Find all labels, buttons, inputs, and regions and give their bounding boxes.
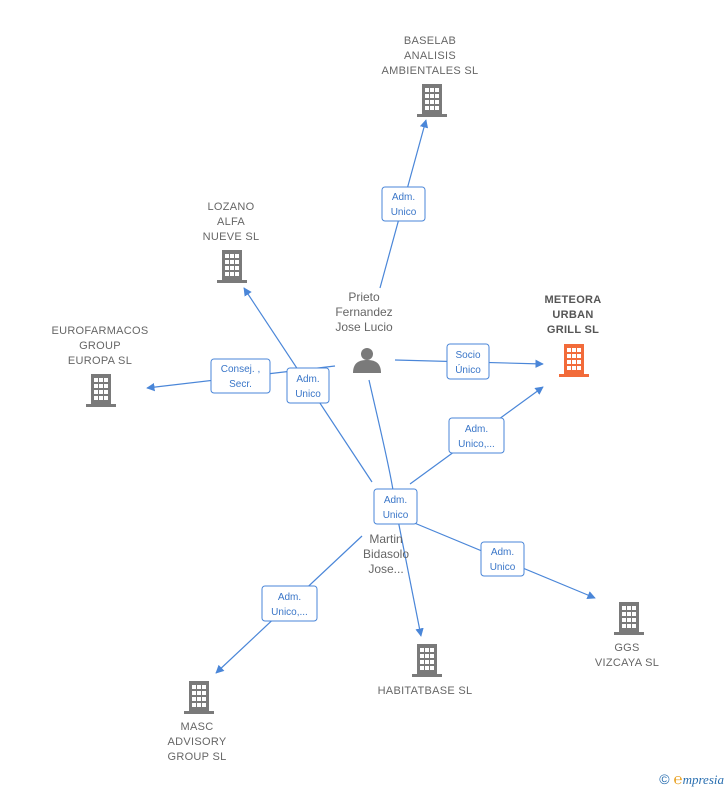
svg-text:Adm.: Adm. — [491, 547, 514, 558]
brand-footer[interactable]: ©℮mpresia — [659, 771, 724, 789]
svg-text:GROUP SL: GROUP SL — [167, 751, 226, 763]
company-node-ggs[interactable]: GGS VIZCAYA SL — [595, 602, 659, 669]
svg-text:EUROFARMACOS: EUROFARMACOS — [51, 325, 148, 337]
building-icon — [417, 84, 447, 117]
svg-text:HABITATBASE SL: HABITATBASE SL — [378, 685, 473, 697]
svg-text:Bidasolo: Bidasolo — [363, 547, 409, 561]
svg-text:Secr.: Secr. — [229, 379, 252, 390]
svg-text:Jose...: Jose... — [368, 562, 403, 576]
svg-text:Martin: Martin — [369, 532, 402, 546]
svg-text:Unico: Unico — [295, 389, 321, 400]
edge-label-prieto-lozano[interactable]: Adm. Unico — [286, 367, 330, 404]
svg-text:GGS: GGS — [614, 642, 639, 654]
svg-text:GRILL SL: GRILL SL — [547, 324, 599, 336]
svg-text:Adm.: Adm. — [392, 192, 415, 203]
svg-text:Prieto: Prieto — [348, 290, 380, 304]
svg-text:GROUP: GROUP — [79, 340, 121, 352]
building-icon — [412, 644, 442, 677]
building-icon — [614, 602, 644, 635]
edge-label-prieto-meteora[interactable]: Socio Único — [446, 343, 490, 380]
edge-prieto-martin — [368, 379, 394, 491]
edge-label-martin-ggs[interactable]: Adm. Unico — [480, 541, 525, 577]
building-icon — [184, 681, 214, 714]
building-icon — [86, 374, 116, 407]
svg-text:BASELAB: BASELAB — [404, 35, 456, 47]
svg-text:Adm.: Adm. — [384, 495, 407, 506]
edge-martin-habitatbase — [397, 519, 424, 637]
person-node-prieto[interactable]: Prieto Fernandez Jose Lucio — [335, 290, 393, 373]
company-node-lozano[interactable]: LOZANO ALFA NUEVE SL — [203, 201, 260, 283]
svg-text:Adm.: Adm. — [465, 424, 488, 435]
svg-text:Adm.: Adm. — [278, 592, 301, 603]
svg-text:ADVISORY: ADVISORY — [167, 736, 226, 748]
company-node-eurofarmacos[interactable]: EUROFARMACOS GROUP EUROPA SL — [51, 325, 148, 407]
company-node-meteora[interactable]: METEORA URBAN GRILL SL — [544, 294, 601, 377]
svg-text:Consej. ,: Consej. , — [221, 364, 260, 375]
svg-text:LOZANO: LOZANO — [207, 201, 254, 213]
svg-text:Unico: Unico — [391, 207, 417, 218]
svg-text:METEORA: METEORA — [544, 294, 601, 306]
person-node-martin[interactable]: Martin Bidasolo Jose... — [363, 532, 409, 576]
svg-text:ALFA: ALFA — [217, 216, 245, 228]
svg-text:EUROPA SL: EUROPA SL — [68, 355, 132, 367]
brand-logo-initial: ℮ — [673, 772, 683, 788]
svg-text:Unico: Unico — [490, 562, 516, 573]
svg-text:Unico,...: Unico,... — [458, 439, 495, 450]
edge-label-martin-meteora[interactable]: Adm. Unico,... — [448, 417, 505, 454]
svg-text:Unico: Unico — [383, 510, 409, 521]
building-icon — [559, 344, 589, 377]
copyright-symbol: © — [659, 771, 670, 787]
brand-logo-text: mpresia — [682, 772, 724, 787]
svg-text:Fernandez: Fernandez — [335, 305, 392, 319]
svg-text:MASC: MASC — [181, 721, 214, 733]
building-icon — [217, 250, 247, 283]
svg-text:Unico,...: Unico,... — [271, 607, 308, 618]
svg-text:ANALISIS: ANALISIS — [404, 50, 456, 62]
edge-label-prieto-baselab[interactable]: Adm. Unico — [381, 186, 426, 222]
person-icon — [353, 348, 381, 373]
svg-text:VIZCAYA SL: VIZCAYA SL — [595, 657, 659, 669]
svg-text:Jose Lucio: Jose Lucio — [335, 320, 393, 334]
company-node-baselab[interactable]: BASELAB ANALISIS AMBIENTALES SL — [382, 35, 479, 117]
company-node-masc[interactable]: MASC ADVISORY GROUP SL — [167, 681, 227, 763]
svg-text:URBAN: URBAN — [552, 309, 593, 321]
company-node-habitatbase[interactable]: HABITATBASE SL — [378, 644, 473, 697]
svg-text:Socio: Socio — [455, 350, 480, 361]
edge-label-martin-masc[interactable]: Adm. Unico,... — [261, 585, 318, 622]
svg-text:AMBIENTALES SL: AMBIENTALES SL — [382, 65, 479, 77]
svg-text:Único: Único — [455, 363, 481, 376]
edge-label-martin-habitatbase[interactable]: Adm. Unico — [373, 488, 418, 525]
svg-text:Adm.: Adm. — [296, 374, 319, 385]
svg-text:NUEVE SL: NUEVE SL — [203, 231, 260, 243]
edge-label-prieto-eurofarmacos[interactable]: Consej. , Secr. — [210, 358, 271, 394]
